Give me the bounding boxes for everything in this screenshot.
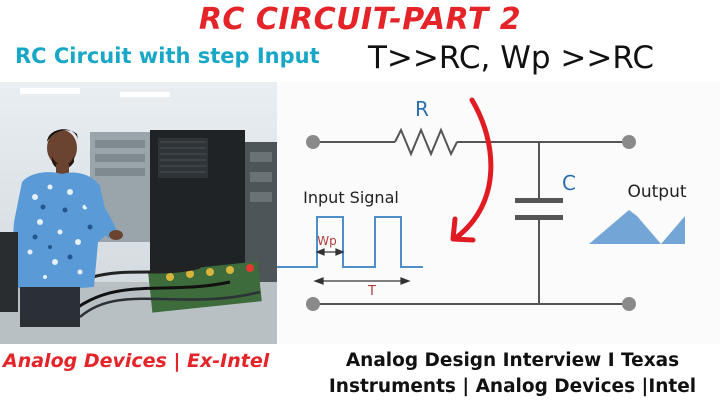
resistor-symbol	[394, 127, 458, 157]
condition-text: T>>RC, Wp >>RC	[368, 40, 655, 76]
input-terminal-bottom	[306, 297, 320, 311]
capacitor-plate-top	[515, 198, 563, 203]
rc-circuit-diagram: R C Input Signal Output Wp T	[277, 82, 720, 344]
footer-line-1: Analog Design Interview I Texas	[345, 350, 680, 371]
engineer-figure	[0, 129, 123, 327]
input-pulse-waveform	[277, 216, 423, 268]
capacitor-label: C	[562, 171, 576, 195]
lab-photo	[0, 82, 277, 344]
output-terminal-bottom	[622, 297, 636, 311]
resistor-label: R	[415, 97, 429, 121]
page-title: RC CIRCUIT-PART 2	[198, 2, 522, 37]
annotation-arrow	[454, 97, 494, 240]
period-label: T	[367, 284, 376, 299]
capacitor-plate-bottom	[515, 215, 563, 220]
output-label: Output	[627, 182, 686, 202]
period-arrow	[313, 277, 411, 285]
footer-line-2: Instruments | Analog Devices |Intel	[328, 376, 697, 397]
lab-photo-illustration	[0, 82, 277, 344]
output-terminal-top	[622, 135, 636, 149]
annotation-arrow-head	[450, 216, 476, 243]
circuit-svg: R C Input Signal Output Wp T	[277, 97, 687, 311]
company-credits: Analog Devices | Ex-Intel	[3, 350, 270, 372]
pulse-width-arrow	[315, 248, 345, 256]
subtitle: RC Circuit with step Input	[15, 44, 320, 68]
input-terminal-top	[306, 135, 320, 149]
input-signal-label: Input Signal	[303, 188, 399, 207]
pulse-width-label: Wp	[317, 234, 336, 248]
output-waveform	[589, 210, 685, 244]
footer-caption: Analog Design Interview I Texas Instrume…	[305, 348, 720, 400]
